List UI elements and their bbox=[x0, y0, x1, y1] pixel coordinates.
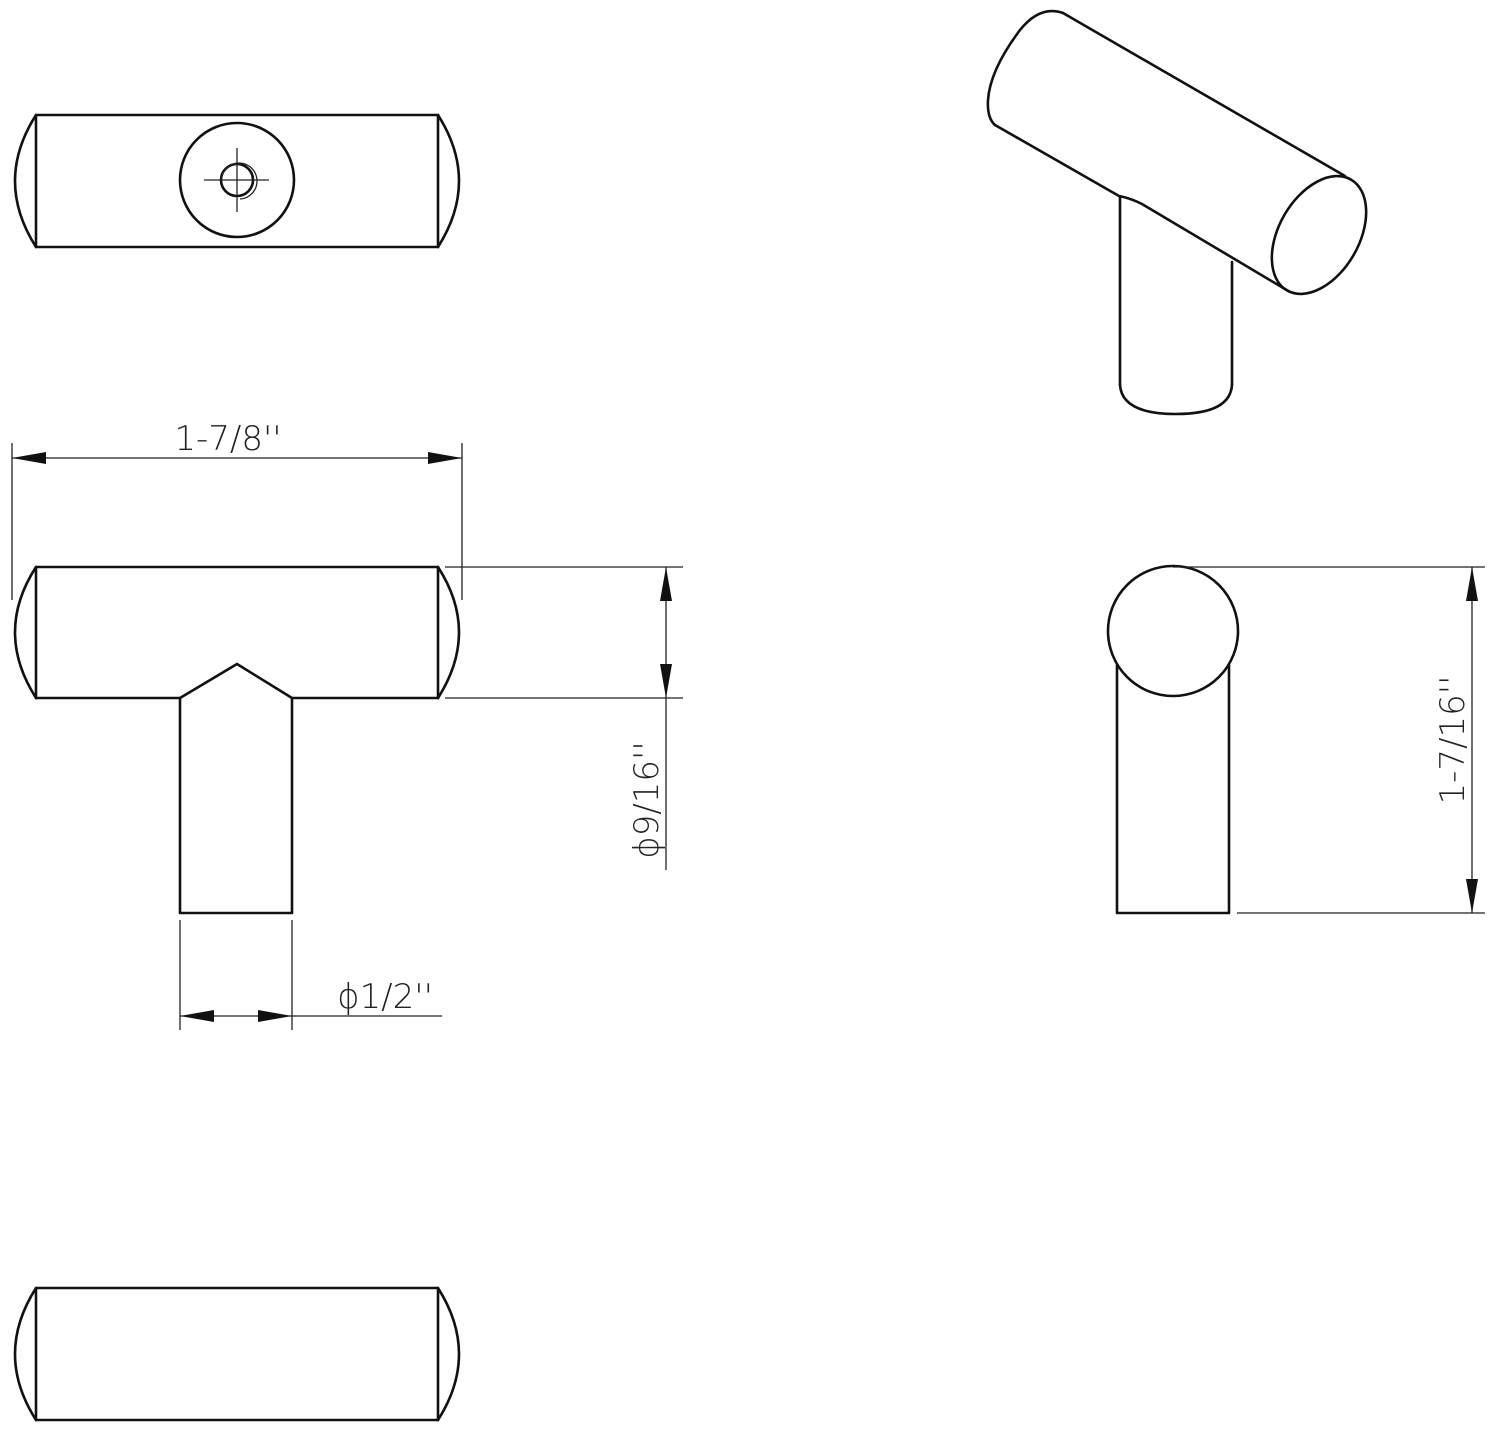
thread-arc bbox=[220, 162, 258, 200]
top-view bbox=[13, 113, 461, 249]
overall-length-label: 1-7/8'' bbox=[174, 419, 281, 459]
dimension-stem-diameter: ϕ1/2'' bbox=[179, 920, 442, 1030]
bottom-bar-left-end bbox=[13, 1286, 38, 1422]
stem-diameter-label: ϕ1/2'' bbox=[337, 977, 433, 1017]
side-stem bbox=[1115, 663, 1231, 915]
dimension-overall-projection: 1-7/16'' bbox=[1173, 566, 1485, 914]
front-bar-right-end bbox=[436, 565, 461, 700]
dimension-overall-length: 1-7/8'' bbox=[11, 419, 463, 600]
front-stem bbox=[178, 696, 294, 915]
bottom-bar-outline bbox=[34, 1286, 440, 1422]
stem-base-circle bbox=[178, 121, 296, 239]
iso-stem-bottom bbox=[1118, 383, 1234, 416]
side-bar-circle bbox=[1106, 564, 1240, 698]
front-bar-bottom bbox=[34, 662, 440, 700]
iso-bar-end-face bbox=[1270, 174, 1368, 296]
overall-projection-label: 1-7/16'' bbox=[1433, 676, 1473, 805]
isometric-view bbox=[986, 9, 1368, 416]
iso-bar-top-edge bbox=[1061, 11, 1347, 178]
bar-right-end bbox=[436, 113, 461, 249]
front-bar-left-end bbox=[13, 565, 38, 700]
bottom-bar-right-end bbox=[436, 1286, 461, 1422]
front-view: 1-7/8'' ϕ9/16'' ϕ1/2'' bbox=[11, 419, 683, 1030]
dimension-bar-diameter: ϕ9/16'' bbox=[445, 566, 683, 870]
bottom-view bbox=[13, 1286, 461, 1422]
iso-bar-bottom-edge bbox=[993, 123, 1292, 294]
bar-diameter-label: ϕ9/16'' bbox=[627, 741, 667, 858]
side-view: 1-7/16'' bbox=[1106, 564, 1485, 915]
bar-outline bbox=[34, 113, 440, 249]
bar-left-end bbox=[13, 113, 38, 249]
iso-bar-left-end bbox=[986, 9, 1065, 127]
